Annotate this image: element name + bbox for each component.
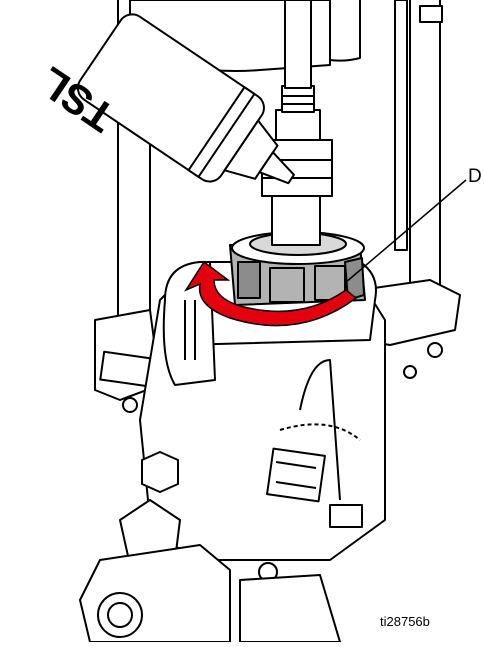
- callout-leader: [344, 179, 467, 284]
- hex-plug: [141, 451, 179, 493]
- figure-reference: ti28756b: [380, 614, 430, 629]
- tsl-bottle: [76, 13, 295, 185]
- rotation-arrow-icon: [184, 260, 358, 327]
- displacement-rod: [261, 0, 333, 246]
- tie-rods: [117, 0, 443, 330]
- callout-label: D: [468, 166, 482, 187]
